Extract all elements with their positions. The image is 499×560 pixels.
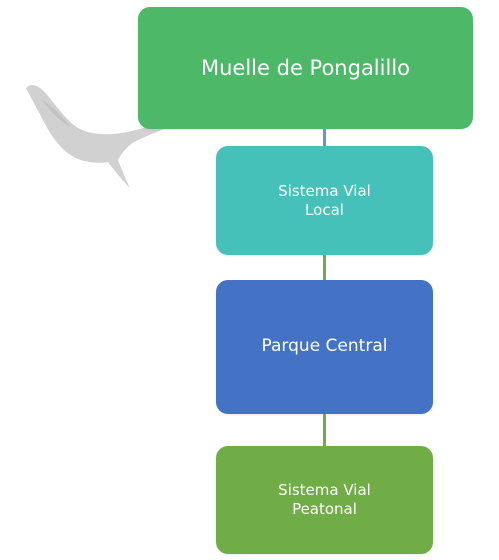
node-label-line-1: Sistema Vial (278, 181, 371, 200)
node-label-line-1: Sistema Vial (278, 481, 371, 500)
node-sistema-vial-peatonal: Sistema Vial Peatonal (216, 446, 433, 554)
node-label-line-2: Local (305, 200, 344, 219)
node-label: Muelle de Pongalillo (201, 55, 410, 80)
node-label: Parque Central (261, 336, 388, 357)
connector-1 (323, 129, 326, 146)
bird-icon (26, 85, 186, 188)
node-sistema-vial-local: Sistema Vial Local (216, 146, 433, 255)
node-parque-central: Parque Central (216, 280, 433, 414)
connector-3 (323, 414, 326, 446)
node-muelle-de-pongalillo: Muelle de Pongalillo (138, 7, 473, 129)
connector-2 (323, 255, 326, 280)
node-label-line-2: Peatonal (292, 500, 357, 518)
